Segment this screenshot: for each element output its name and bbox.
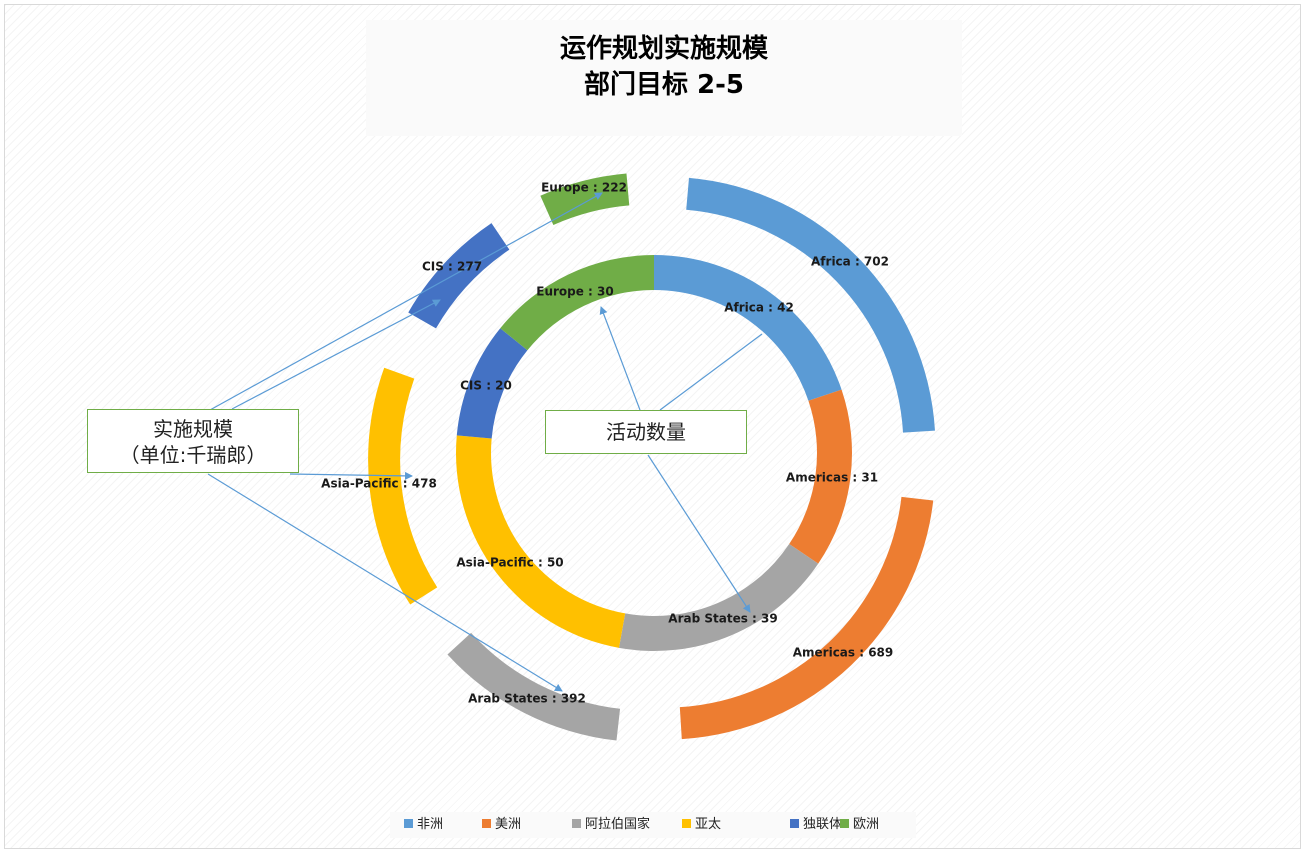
callout-scale-line-2: （单位:千瑞郎） [119,443,267,467]
legend-label-americas: 美洲 [495,817,522,832]
legend-label-asia-pacific: 亚太 [695,817,722,832]
outer-label-africa: Africa : 702 [811,255,889,269]
inner-label-arab-states: Arab States : 39 [668,612,777,626]
data-labels: Africa : 42 Americas : 31 Arab States : 39… [321,181,893,706]
chart-title-line-2: 部门目标 2-5 [583,70,745,100]
inner-label-europe: Europe : 30 [536,285,613,299]
arrow-count-to-africa [659,333,763,411]
outer-slice-asia-pacific [368,367,438,605]
arrow-scale-to-asia-pacific [289,471,413,480]
outer-slice-europe [540,173,630,226]
callout-scale-line-1: 实施规模 [153,417,233,441]
legend-label-cis: 独联体 [803,817,843,832]
inner-label-cis: CIS : 20 [460,379,512,393]
legend-swatch-africa [404,819,413,828]
arrow-count-to-arab-states [647,454,751,613]
legend-label-africa: 非洲 [417,817,444,832]
outer-label-americas: Americas : 689 [793,646,894,660]
chart-title-line-1: 运作规划实施规模 [559,34,768,64]
callout-activity-count: 活动数量 [545,410,747,454]
outer-label-cis: CIS : 277 [422,260,482,274]
inner-ring [456,255,853,651]
outer-slice-americas [679,496,934,740]
legend-item-arab-states: 阿拉伯国家 [572,817,650,833]
legend-swatch-cis [790,819,799,828]
legend-label-europe: 欧洲 [853,817,880,832]
callout-arrows [207,192,763,692]
legend-item-africa: 非洲 [404,817,443,833]
legend-swatch-asia-pacific [682,819,691,828]
outer-ring [368,173,935,741]
chart-legend: 非洲 美洲 阿拉伯国家 亚太 独联体欧洲 [390,812,916,838]
arrow-count-to-europe [599,306,641,411]
legend-item-europe: 欧洲 [840,817,879,833]
legend-item-asia-pacific: 亚太 [682,817,721,833]
outer-label-europe: Europe : 222 [541,181,627,195]
inner-slice-americas [789,389,853,564]
inner-slice-asia-pacific [456,435,626,648]
outer-slice-arab-states [447,632,621,741]
outer-slice-africa [686,177,935,433]
legend-item-cis: 独联体 [790,817,842,833]
legend-label-arab-states: 阿拉伯国家 [585,817,651,832]
arrow-scale-to-europe [209,192,603,411]
legend-swatch-americas [482,819,491,828]
inner-slice-arab-states [618,544,819,651]
outer-label-arab-states: Arab States : 392 [468,692,586,706]
inner-slice-cis [456,328,528,439]
legend-swatch-europe [840,819,849,828]
arrow-scale-to-arab-states [207,473,563,692]
chart-title-box: 运作规划实施规模 部门目标 2-5 [366,20,962,136]
inner-label-americas: Americas : 31 [786,471,878,485]
outer-label-asia-pacific: Asia-Pacific : 478 [321,477,437,491]
legend-swatch-arab-states [572,819,581,828]
arrow-scale-to-cis [231,299,441,410]
inner-label-asia-pacific: Asia-Pacific : 50 [456,556,563,570]
inner-label-africa: Africa : 42 [724,301,794,315]
callout-implementation-scale: 实施规模 （单位:千瑞郎） [87,409,299,473]
legend-item-americas: 美洲 [482,817,521,833]
inner-slice-europe [500,255,654,351]
inner-slice-africa [654,255,842,401]
outer-slice-cis [408,223,510,329]
